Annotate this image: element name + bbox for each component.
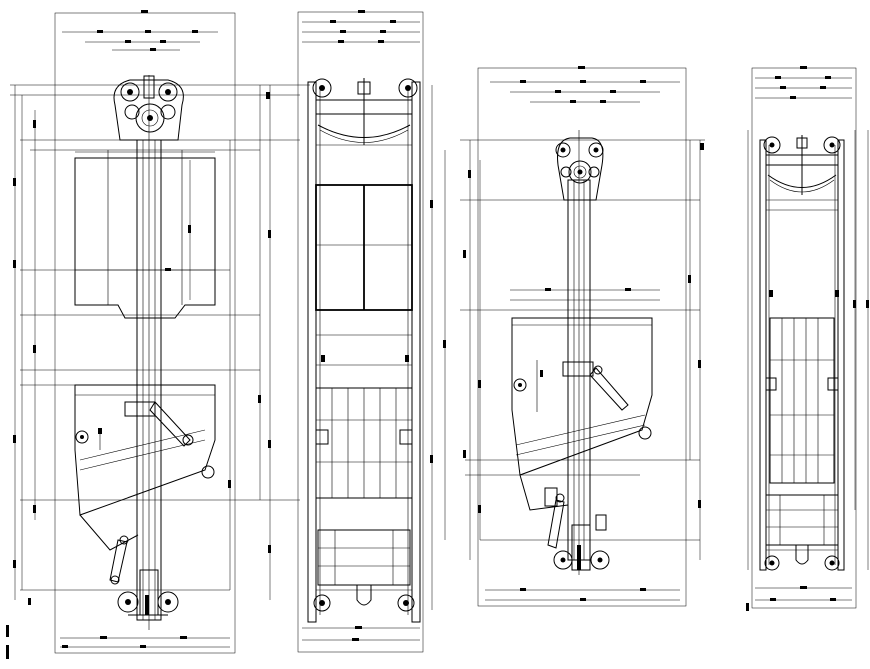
left-rail	[759, 139, 767, 571]
bottom-frame	[317, 529, 411, 586]
bottom-frame	[765, 494, 839, 546]
bucket	[511, 317, 653, 476]
dimension-ticks	[13, 10, 271, 648]
left-rail	[307, 81, 317, 623]
linkage-arm	[589, 367, 629, 411]
dimension-ticks	[463, 66, 704, 601]
slatted-panel	[769, 317, 835, 484]
top-left-wheel	[120, 82, 140, 102]
dimension-ticks	[321, 10, 446, 641]
right-rail	[411, 81, 421, 623]
upper-tank	[74, 157, 216, 319]
side-view-small	[460, 66, 705, 607]
bottom-left-wheel	[117, 591, 139, 613]
right-rail	[837, 139, 845, 571]
top-head	[113, 79, 184, 141]
corner-marks	[6, 625, 9, 659]
dimension-ticks	[746, 66, 869, 611]
side-view-large	[10, 10, 310, 654]
outer-dimension-frame	[54, 12, 236, 654]
top-right-wheel	[158, 82, 178, 102]
linkage-arm	[149, 401, 191, 447]
front-view-small	[746, 66, 869, 611]
front-view-large	[297, 10, 446, 653]
outer-dimension-frame	[297, 11, 424, 653]
lower-bucket	[74, 384, 216, 516]
bottom-right-wheel	[590, 550, 610, 570]
top-head	[557, 137, 604, 201]
